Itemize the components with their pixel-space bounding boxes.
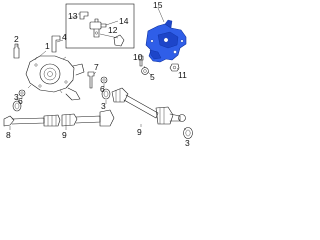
callout-labels: 1 2 3 3 3 4 5 6 6 7 8 9 9 10 11 12 13 14… <box>6 0 190 147</box>
inset-frame <box>65 3 135 49</box>
clip-part <box>78 11 89 20</box>
callout-9: 9 <box>62 130 67 140</box>
seal-3-far-right <box>183 127 193 139</box>
axle-shaft-8 <box>3 114 61 127</box>
callout-2: 2 <box>14 34 19 44</box>
callout-7: 7 <box>94 62 99 72</box>
fastener-6-right <box>100 76 108 84</box>
callout-12: 12 <box>108 25 118 35</box>
differential-assembly <box>25 55 85 101</box>
fitting-2 <box>13 43 20 59</box>
bolt-10 <box>138 55 144 67</box>
callout-1: 1 <box>45 41 50 51</box>
seal-3-right <box>101 88 111 100</box>
callout-8: 8 <box>6 130 11 140</box>
callout-13: 13 <box>68 11 78 21</box>
callout-9b: 9 <box>137 127 142 137</box>
bracket-4 <box>51 35 61 53</box>
inset-box <box>65 3 135 49</box>
sensor-7 <box>87 71 95 89</box>
nut-11 <box>169 63 180 72</box>
callout-6b: 6 <box>100 84 105 94</box>
parts-diagram: 1 2 3 3 3 4 5 6 6 7 8 9 9 10 11 12 13 14… <box>3 0 193 147</box>
right-halfshaft <box>111 87 186 125</box>
clip-12 <box>113 34 125 47</box>
callout-3b: 3 <box>101 101 106 111</box>
callout-5: 5 <box>150 72 155 82</box>
leader-lines <box>9 39 187 131</box>
callout-14: 14 <box>119 16 129 26</box>
callout-6: 6 <box>18 96 23 106</box>
callout-11: 11 <box>178 70 187 80</box>
part-15-highlighted <box>145 7 187 63</box>
clip-5 <box>141 67 149 75</box>
axle-shaft-9 <box>61 109 115 127</box>
connector-part <box>89 18 107 38</box>
callout-15: 15 <box>153 0 163 10</box>
callout-4: 4 <box>62 32 67 42</box>
callout-3: 3 <box>14 92 19 102</box>
callout-3c: 3 <box>185 138 190 147</box>
seal-3-left <box>12 100 22 112</box>
callout-10: 10 <box>133 52 143 62</box>
